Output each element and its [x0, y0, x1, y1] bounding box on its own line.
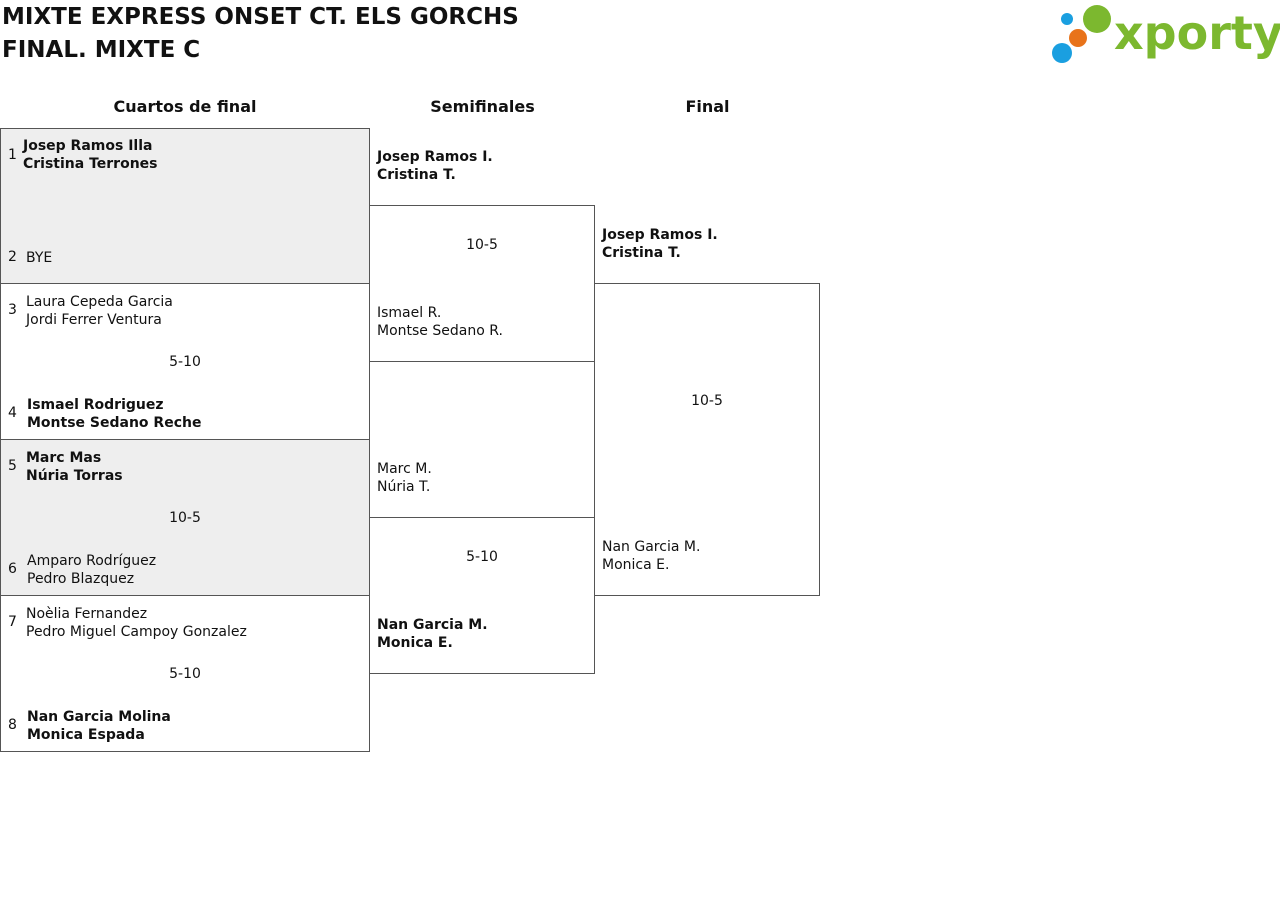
player-name: Josep Ramos I.	[602, 227, 718, 243]
team-entry[interactable]: Josep Ramos Illa Cristina Terrones	[23, 137, 158, 173]
seed-number: 3	[8, 302, 17, 318]
match-score: 5-10	[169, 666, 201, 682]
seed-number: 7	[8, 614, 17, 630]
player-name: Marc M.	[377, 461, 432, 477]
quarterfinal-match-2[interactable]: 3 Laura Cepeda Garcia Jordi Ferrer Ventu…	[0, 283, 370, 440]
semifinal-1-team-top[interactable]: Josep Ramos I. Cristina T.	[377, 148, 493, 184]
player-name: Cristina Terrones	[23, 156, 158, 172]
team-entry[interactable]: Ismael Rodriguez Montse Sedano Reche	[27, 396, 201, 432]
round-header-final: Final	[685, 97, 730, 116]
logo-dot-blue	[1052, 43, 1072, 63]
seed-number: 1	[8, 147, 17, 163]
seed-number: 2	[8, 249, 17, 265]
seed-number: 8	[8, 717, 17, 733]
semifinal-2-team-bottom[interactable]: Nan Garcia M. Monica E.	[377, 616, 488, 652]
player-name: Nan Garcia Molina	[27, 709, 171, 725]
player-name: Pedro Blazquez	[27, 571, 135, 587]
semifinal-match-1[interactable]: 10-5 Ismael R. Montse Sedano R.	[369, 205, 595, 362]
player-name: Amparo Rodríguez	[27, 553, 157, 569]
final-team-top[interactable]: Josep Ramos I. Cristina T.	[602, 226, 718, 262]
final-team-bottom[interactable]: Nan Garcia M. Monica E.	[602, 538, 700, 574]
team-entry[interactable]: BYE	[26, 249, 52, 267]
final-match[interactable]: 10-5 Nan Garcia M. Monica E.	[594, 283, 820, 596]
semifinal-match-2[interactable]: 5-10 Nan Garcia M. Monica E.	[369, 517, 595, 674]
tournament-subtitle: FINAL. MIXTE C	[2, 37, 201, 63]
match-score: 5-10	[169, 354, 201, 370]
team-entry[interactable]: Marc Mas Núria Torras	[26, 449, 123, 485]
player-name: Montse Sedano R.	[377, 323, 503, 339]
player-name: Núria Torras	[26, 468, 123, 484]
player-name: Ismael Rodriguez	[27, 397, 164, 413]
round-header-semifinals: Semifinales	[430, 97, 535, 116]
player-name: Josep Ramos Illa	[23, 138, 153, 154]
player-name: Josep Ramos I.	[377, 149, 493, 165]
player-name: Marc Mas	[26, 450, 102, 466]
player-name: Nan Garcia M.	[602, 539, 701, 555]
team-entry[interactable]: Noèlia Fernandez Pedro Miguel Campoy Gon…	[26, 605, 247, 641]
seed-number: 5	[8, 458, 17, 474]
player-name: Cristina T.	[377, 167, 456, 183]
player-name: Núria T.	[377, 479, 431, 495]
logo-dot-blue-small	[1061, 13, 1073, 25]
logo-dot-orange	[1069, 29, 1087, 47]
quarterfinal-match-1[interactable]: 1 Josep Ramos Illa Cristina Terrones 2 B…	[0, 128, 370, 284]
logo-dot-green	[1083, 5, 1111, 33]
match-score: 10-5	[169, 510, 201, 526]
player-name: Monica E.	[377, 635, 453, 651]
player-name: Cristina T.	[602, 245, 681, 261]
player-name: Jordi Ferrer Ventura	[26, 312, 162, 328]
team-entry[interactable]: Laura Cepeda Garcia Jordi Ferrer Ventura	[26, 293, 173, 329]
match-score: 10-5	[466, 237, 498, 253]
quarterfinal-match-3[interactable]: 5 Marc Mas Núria Torras 10-5 6 Amparo Ro…	[0, 439, 370, 596]
xporty-logo: xporty	[1050, 4, 1280, 68]
player-name: Laura Cepeda Garcia	[26, 294, 173, 310]
player-name: Monica Espada	[27, 727, 145, 743]
player-name: Ismael R.	[377, 305, 442, 321]
player-name: Noèlia Fernandez	[26, 606, 148, 622]
semifinal-1-team-bottom[interactable]: Ismael R. Montse Sedano R.	[377, 304, 503, 340]
player-name: Monica E.	[602, 557, 670, 573]
match-score: 10-5	[691, 393, 723, 409]
player-name: Montse Sedano Reche	[27, 415, 202, 431]
team-entry[interactable]: Nan Garcia Molina Monica Espada	[27, 708, 171, 744]
round-header-quarterfinals: Cuartos de final	[113, 97, 257, 116]
quarterfinal-match-4[interactable]: 7 Noèlia Fernandez Pedro Miguel Campoy G…	[0, 595, 370, 752]
match-score: 5-10	[466, 549, 498, 565]
seed-number: 6	[8, 561, 17, 577]
seed-number: 4	[8, 405, 17, 421]
player-name: Pedro Miguel Campoy Gonzalez	[26, 624, 247, 640]
semifinal-2-team-top[interactable]: Marc M. Núria T.	[377, 460, 432, 496]
bye-label: BYE	[26, 250, 53, 266]
player-name: Nan Garcia M.	[377, 617, 488, 633]
tournament-title: MIXTE EXPRESS ONSET CT. ELS GORCHS	[2, 4, 519, 30]
team-entry[interactable]: Amparo Rodríguez Pedro Blazquez	[27, 552, 156, 588]
logo-wordmark: xporty	[1114, 6, 1280, 60]
